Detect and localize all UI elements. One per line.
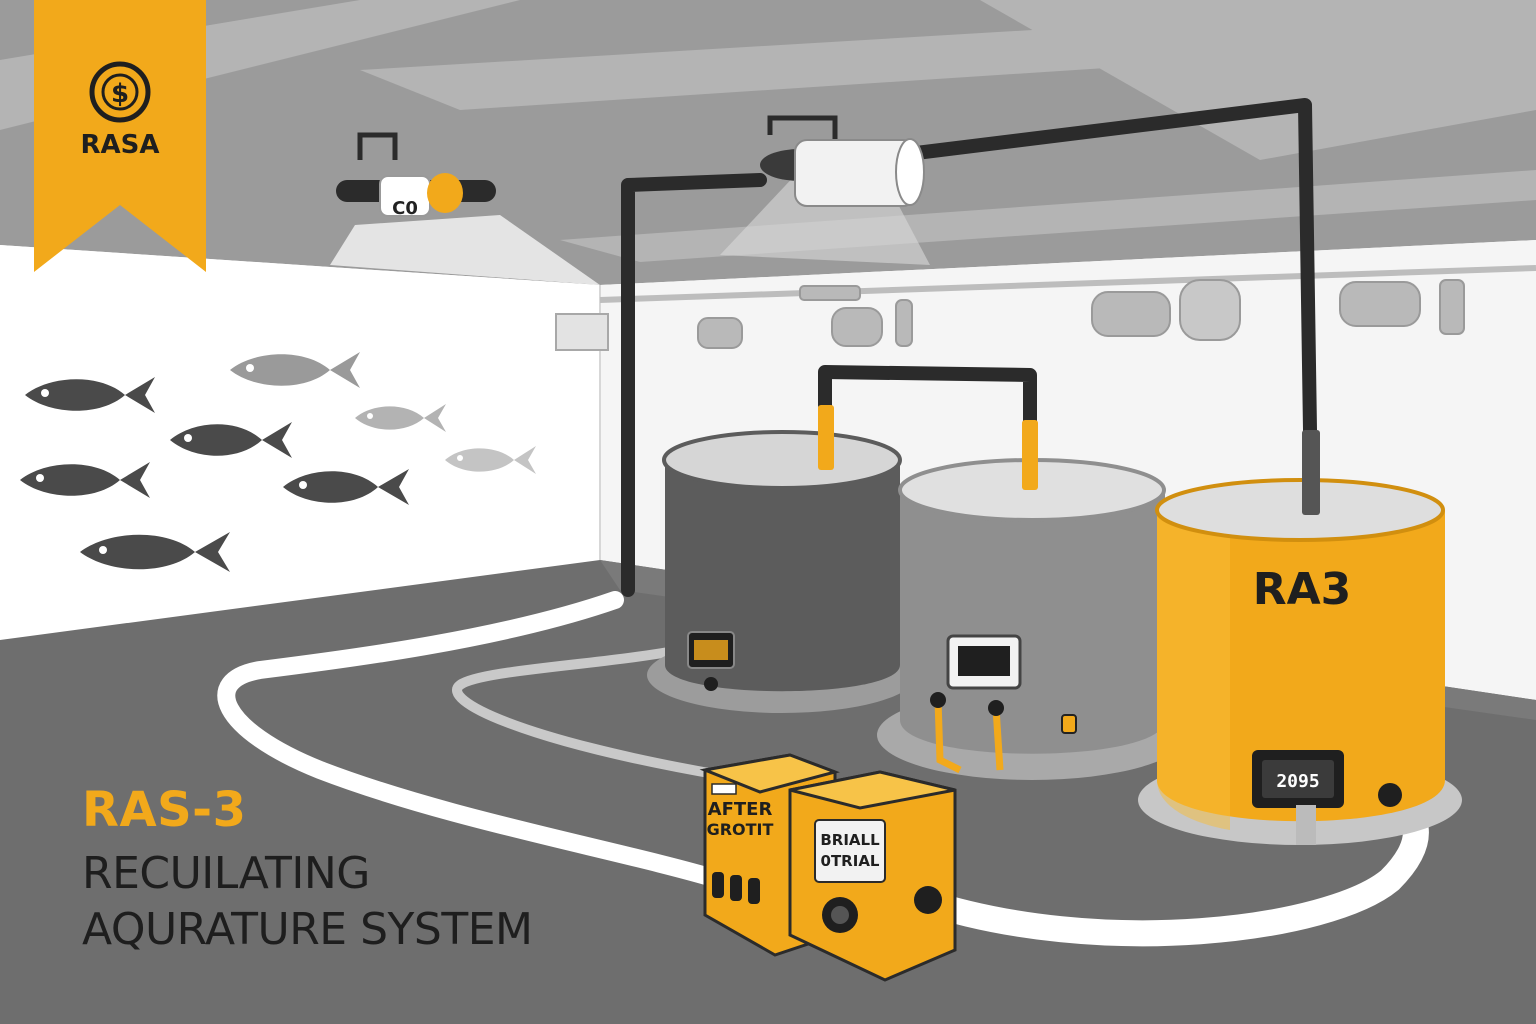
light-cone (330, 215, 600, 285)
overhead-pipes (621, 98, 1317, 597)
brand-banner: $ RASA (34, 0, 206, 272)
title-block: RAS-3 RECUILATING AQURATURE SYSTEM (82, 780, 642, 958)
tank-1 (647, 405, 917, 713)
fish-icon (355, 404, 446, 432)
fish-icon (283, 469, 409, 505)
fish-icon (445, 446, 536, 474)
fish-icon (25, 377, 155, 413)
wall-panel (555, 313, 609, 351)
dollar-coin-icon: $ (89, 61, 151, 123)
control-box-right: BRIALL 0TRIAL (788, 770, 957, 982)
control-box-left-label-1: AFTER (708, 799, 773, 820)
fish-icon (20, 462, 150, 498)
fish-icon (80, 532, 230, 572)
system-title-line-1: RECUILATING (82, 848, 370, 899)
fish-icon (170, 422, 292, 458)
control-box-left-label-2: GROTIT (707, 820, 774, 839)
system-code: RAS-3 (82, 782, 247, 838)
tank-3-label: RA3 (1253, 564, 1352, 615)
ceiling-lamp: C0 (336, 132, 496, 219)
hanging-equipment (697, 279, 1465, 349)
tank-3-display-value: 2095 (1276, 771, 1319, 792)
control-box-right-label-2: 0TRIAL (821, 852, 880, 870)
lamp-label: C0 (392, 198, 418, 219)
svg-text:$: $ (111, 79, 129, 109)
control-box-left-buttons (712, 872, 760, 904)
tank-2 (877, 420, 1187, 780)
brand-name: RASA (81, 130, 160, 160)
fish-icon (230, 352, 360, 388)
fish-school (20, 352, 536, 572)
overhead-filter (760, 115, 925, 207)
wall-rail (599, 265, 1536, 303)
control-box-right-label-1: BRIALL (820, 831, 880, 849)
system-title-line-2: AQURATURE SYSTEM (82, 904, 533, 955)
tank-3: RA3 2095 (1138, 430, 1462, 845)
